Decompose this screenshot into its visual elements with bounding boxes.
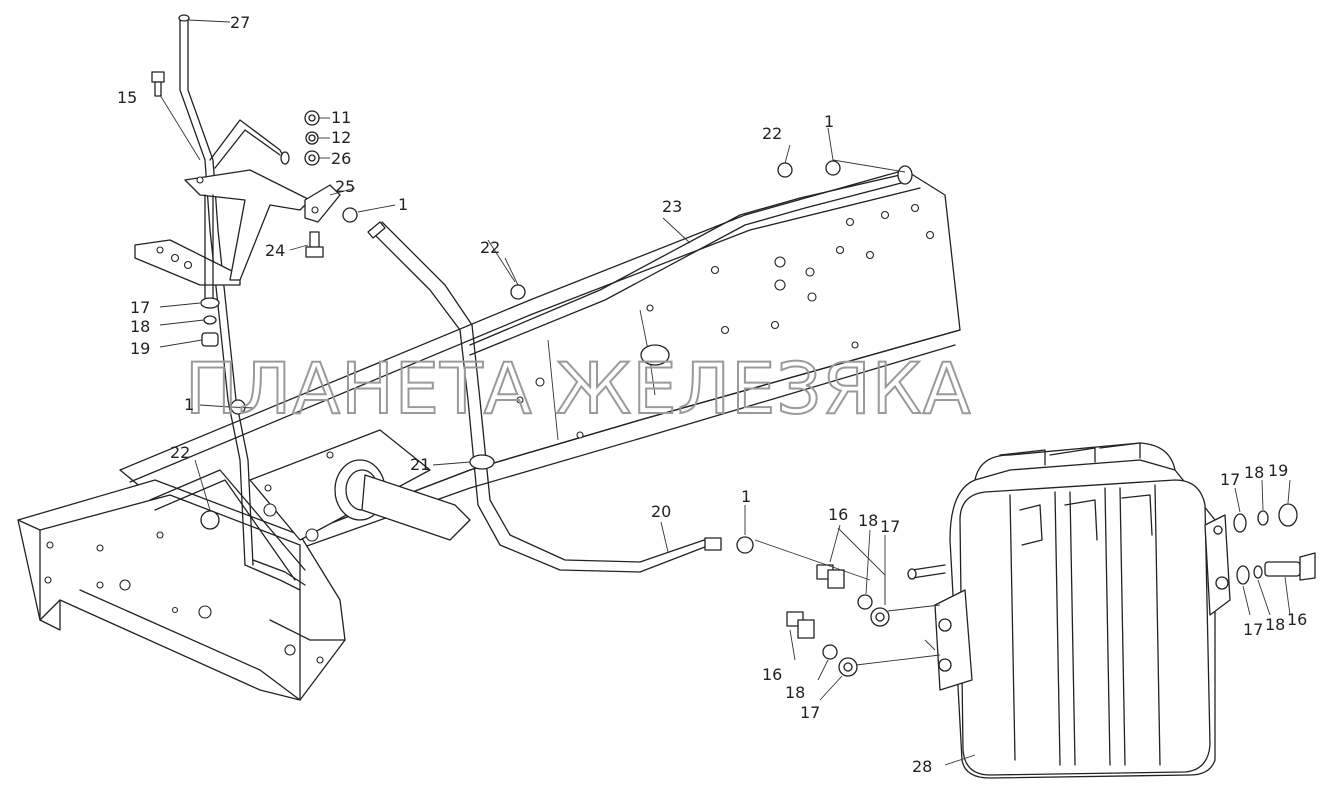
upper-bracket — [134, 119, 311, 301]
callout-label: 17 — [1220, 470, 1240, 489]
callout-label: 18 — [1265, 615, 1285, 634]
callout-label: 18 — [130, 317, 150, 336]
leader-lines — [159, 19, 1291, 766]
callout-label: 26 — [331, 149, 351, 168]
callout-label: 1 — [184, 395, 194, 414]
callout-label: 19 — [1268, 461, 1288, 480]
callout-label: 17 — [880, 517, 900, 536]
callout-label: 18 — [1244, 463, 1264, 482]
callout-label: 1 — [398, 195, 408, 214]
callout-label: 16 — [762, 665, 782, 684]
bolt-15 — [151, 71, 165, 97]
steering-gear — [249, 429, 471, 542]
callout-label: 12 — [331, 128, 351, 147]
callout-labels: 27 15 11 12 26 25 1 24 17 18 19 1 22 22 … — [117, 13, 1307, 776]
fasteners-right — [1233, 503, 1316, 585]
callout-label: 18 — [785, 683, 805, 702]
tube-23 — [469, 165, 913, 356]
callout-label: 22 — [170, 443, 190, 462]
callout-label: 17 — [1243, 620, 1263, 639]
callout-label: 1 — [824, 112, 834, 131]
fuel-tube-front — [149, 14, 306, 591]
rail-holes — [516, 203, 935, 439]
callout-label: 20 — [651, 502, 671, 521]
callout-label: 15 — [117, 88, 137, 107]
watermark-text: ПЛАНЕТА ЖЕЛЕЗЯКА — [185, 348, 972, 430]
callout-label: 22 — [480, 238, 500, 257]
callout-label: 1 — [741, 487, 751, 506]
callout-label: 17 — [800, 703, 820, 722]
callout-label: 19 — [130, 339, 150, 358]
callout-label: 11 — [331, 108, 351, 127]
tank-28 — [934, 442, 1231, 779]
callout-label: 21 — [410, 455, 430, 474]
callout-label: 24 — [265, 241, 285, 260]
callout-label: 28 — [912, 757, 932, 776]
callout-label: 22 — [762, 124, 782, 143]
callout-label: 17 — [130, 298, 150, 317]
callout-label: 16 — [828, 505, 848, 524]
callout-label: 16 — [1287, 610, 1307, 629]
callout-label: 27 — [230, 13, 250, 32]
callout-label: 18 — [858, 511, 878, 530]
callout-label: 25 — [335, 177, 355, 196]
fittings-centre — [786, 564, 946, 677]
callout-label: 23 — [662, 197, 682, 216]
hose-20 — [367, 221, 722, 573]
washers-front — [200, 297, 220, 347]
